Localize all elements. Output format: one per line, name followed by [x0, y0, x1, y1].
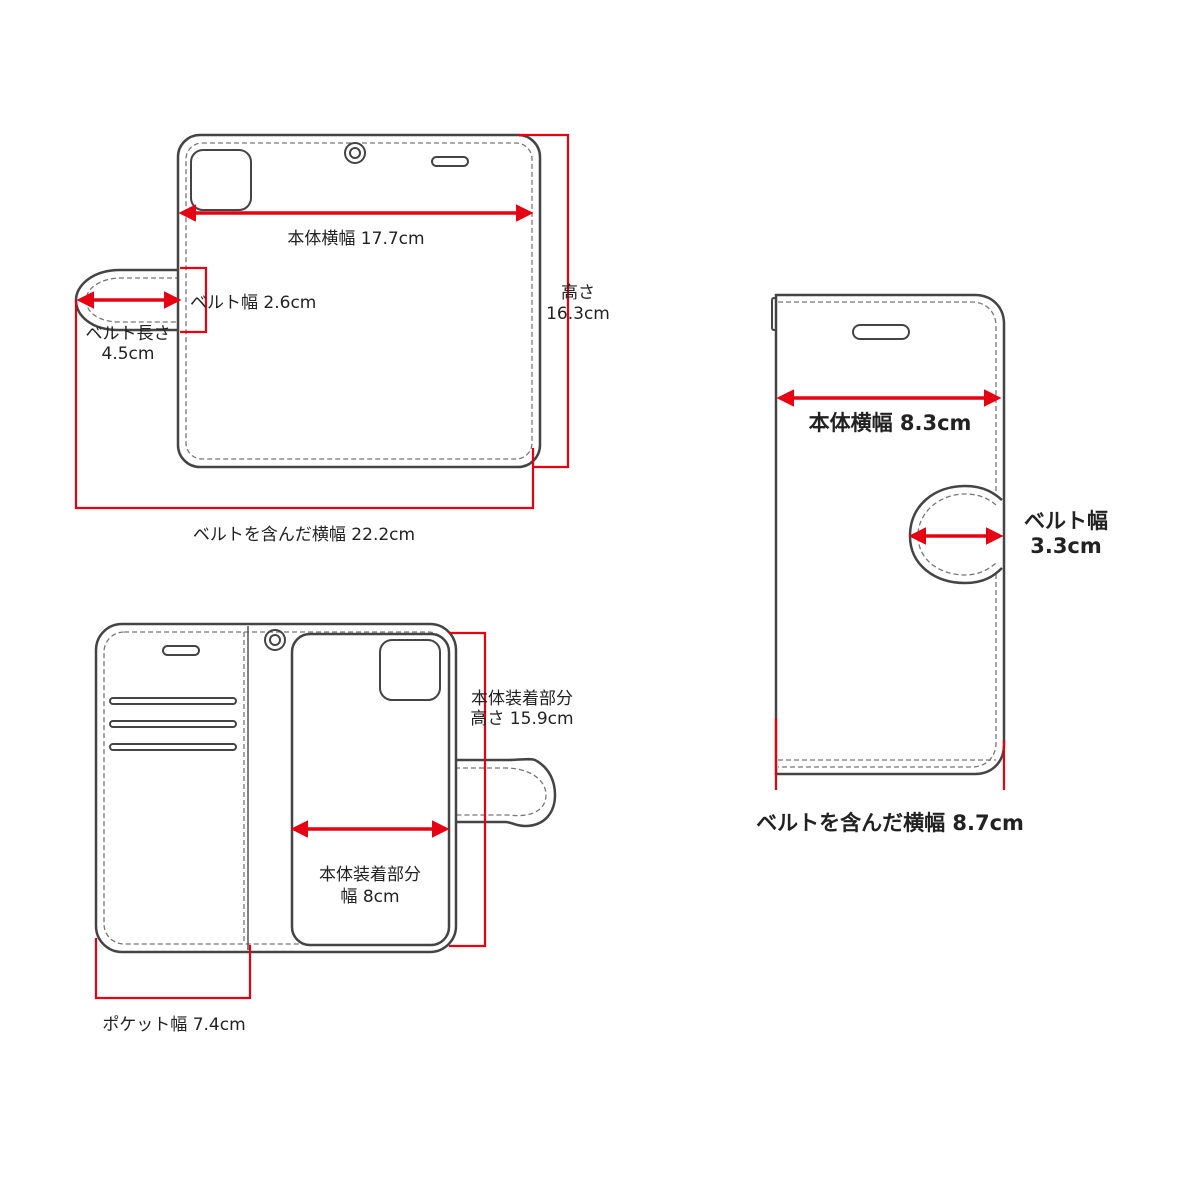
front-total-width-label: ベルトを含んだ横幅 8.7cm [756, 811, 1024, 835]
height-label-2: 16.3cm [546, 304, 610, 324]
card-slot-1 [109, 697, 237, 705]
belt-flap [450, 757, 557, 828]
open-back-view: 本体横幅 17.7cm ベルト幅 2.6cm ベルト長さ 4.5cm 高さ 16… [74, 133, 610, 545]
speaker-slot-left [162, 645, 200, 656]
mount-width-label-2: 幅 8cm [340, 887, 399, 907]
mount-height-bracket [449, 631, 487, 948]
mount-height-label-1: 本体装着部分 [471, 689, 573, 709]
strap-hole-icon [344, 142, 366, 164]
belt-length-label-2: 4.5cm [102, 344, 155, 364]
card-slot-2 [109, 720, 237, 728]
open-case-stitch [103, 631, 449, 945]
speaker-slot-front [852, 324, 910, 340]
belt-width-bracket [180, 266, 208, 334]
front-belt-width-label-2: 3.3cm [1030, 534, 1102, 558]
total-width-bracket [74, 300, 535, 510]
front-belt-stitch [917, 493, 997, 576]
mount-width-label-1: 本体装着部分 [319, 865, 421, 885]
speaker-slot [431, 156, 469, 167]
body-width-label: 本体横幅 17.7cm [287, 229, 424, 249]
front-body-width-label: 本体横幅 8.3cm [809, 411, 972, 435]
closed-front-view: 本体横幅 8.3cm ベルト幅 3.3cm ベルトを含んだ横幅 8.7cm [756, 293, 1108, 835]
strap-hole-inside-inner [269, 634, 281, 646]
belt-width-label: ベルト幅 2.6cm [190, 293, 316, 313]
total-width-label: ベルトを含んだ横幅 22.2cm [193, 525, 415, 545]
mount-height-label-2: 高さ 15.9cm [470, 709, 573, 729]
strap-hole-inner [349, 147, 361, 159]
open-inside-view: 本体装着部分 高さ 15.9cm 本体装着部分 幅 8cm ポケット幅 7.4c… [94, 622, 574, 1035]
card-slot-3 [109, 743, 237, 751]
strap-hole-icon-inside [264, 629, 286, 651]
pocket-width-bracket [94, 938, 252, 1000]
belt-flap-stitch [455, 767, 547, 817]
height-label-1: 高さ [561, 283, 595, 303]
belt-length-label-1: ベルト長さ [86, 324, 171, 344]
phone-mount [290, 632, 451, 947]
pocket-width-label: ポケット幅 7.4cm [102, 1015, 245, 1035]
mount-camera-cutout [379, 639, 441, 701]
height-bracket [518, 133, 570, 469]
front-belt-width-label-1: ベルト幅 [1024, 509, 1108, 533]
